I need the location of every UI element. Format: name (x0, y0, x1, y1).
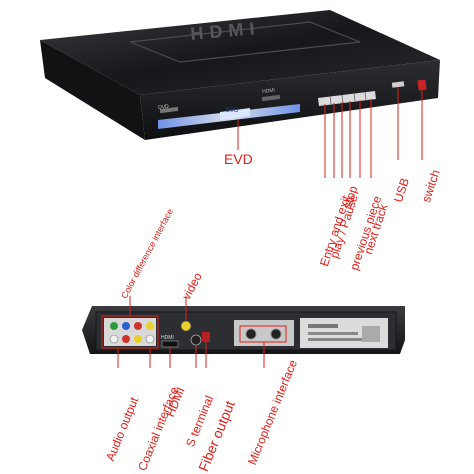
player-top-lid (40, 10, 440, 95)
label-evd: EVD (224, 151, 253, 167)
back-hdmi-text: HDMI (161, 335, 174, 341)
power-switch (417, 79, 427, 91)
s-terminal-port (190, 334, 202, 346)
video-port (180, 320, 192, 332)
front-logo-strip (159, 106, 179, 114)
hdmi-port (161, 340, 179, 348)
top-lid-brand: HDMI (189, 17, 262, 44)
usb-port (391, 81, 405, 88)
display-window (220, 108, 250, 120)
display-text: EVD (226, 108, 239, 114)
fiber-port (202, 332, 210, 342)
back-leader-lines (101, 296, 287, 368)
front-buttons (318, 91, 376, 106)
front-leader-lines (237, 87, 423, 178)
front-logo-strip-2 (261, 94, 281, 102)
